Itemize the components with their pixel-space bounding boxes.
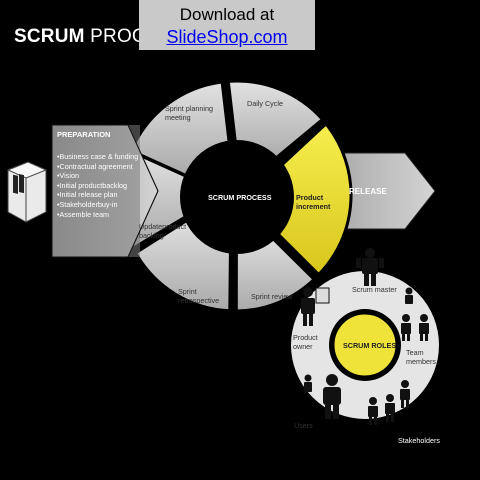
team-member-icon	[401, 314, 411, 341]
users-label: Users	[294, 421, 313, 430]
list-item: •Contractual agreement	[57, 161, 133, 171]
scrum-master-icon	[356, 248, 384, 286]
preparation-list: •Business case & funding •Contractual ag…	[57, 152, 138, 219]
roles-center	[331, 311, 399, 379]
stakeholder-icon	[385, 394, 395, 422]
preparation-heading: PREPARATION	[57, 130, 111, 139]
user-icon	[323, 374, 341, 419]
list-item: •Assemble team	[57, 209, 110, 219]
segment-review-label: Sprint review	[251, 292, 293, 301]
download-label: Download at	[179, 5, 275, 24]
list-item: •Initial productbacklog	[57, 180, 128, 190]
product-owner-icon	[301, 287, 330, 326]
team-member-icon	[419, 314, 429, 341]
download-banner: Download at SlideShop.com	[139, 0, 315, 50]
box-icon	[6, 161, 48, 223]
stakeholder-icon	[368, 397, 378, 425]
list-item: •Business case & funding	[57, 152, 139, 161]
user-icon	[304, 374, 312, 392]
release-label: RELEASE	[349, 187, 387, 196]
team-member-icon	[405, 287, 413, 304]
stakeholder-icon	[400, 380, 410, 408]
list-item: •Stakeholderbuy-in	[57, 199, 118, 209]
process-center	[180, 140, 294, 254]
segment-daily-label: Daily Cycle	[247, 99, 283, 108]
download-link[interactable]: SlideShop.com	[166, 27, 288, 47]
roles-center-label: SCRUM ROLES	[343, 341, 397, 350]
scrum-master-label: Scrum master	[352, 285, 397, 294]
process-center-label: SCRUM PROCESS	[208, 193, 272, 202]
list-item: •Initial release plan	[57, 190, 118, 200]
stakeholders-label: Stakeholders	[398, 436, 440, 445]
list-item: •Vision	[57, 171, 79, 181]
